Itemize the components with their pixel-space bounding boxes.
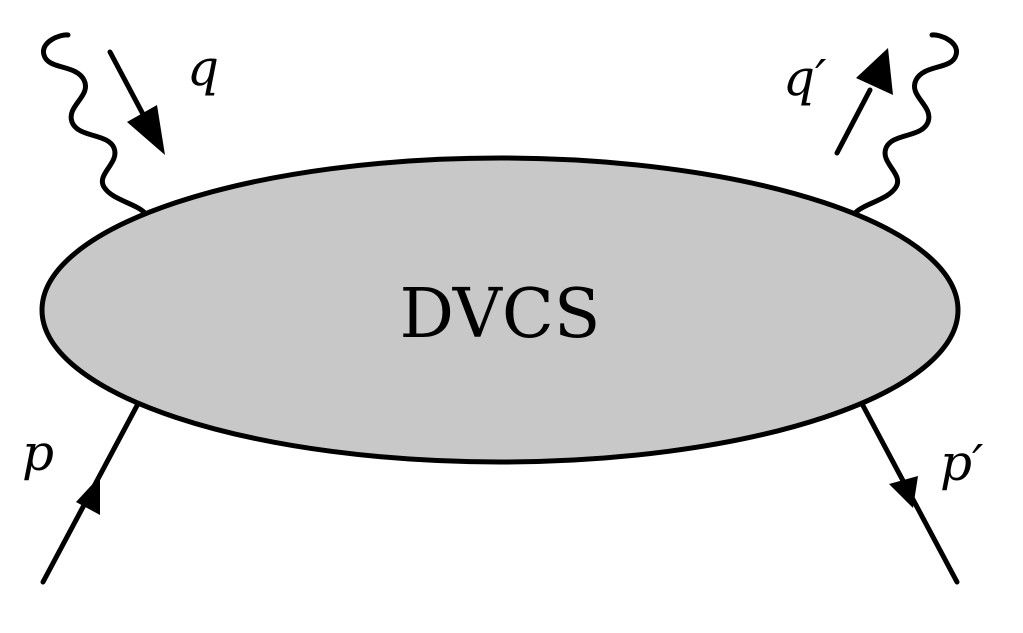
proton-out-arrowhead xyxy=(889,476,918,508)
proton-in-arrowhead xyxy=(76,476,100,515)
outgoing-photon-line xyxy=(852,32,959,216)
incoming-photon-line xyxy=(41,32,148,216)
photon-in-arrowhead xyxy=(127,105,165,155)
p-prime-label: p′ xyxy=(940,434,984,492)
photon-in-momentum-arrow xyxy=(107,49,165,155)
dvcs-label: DVCS xyxy=(399,275,600,354)
p-label: p xyxy=(22,424,54,482)
photon-out-momentum-arrow xyxy=(834,48,893,156)
q-label: q xyxy=(187,39,219,97)
q-prime-label: q′ xyxy=(783,49,827,107)
dvcs-blob xyxy=(39,155,961,465)
photon-out-arrowhead xyxy=(856,48,893,95)
